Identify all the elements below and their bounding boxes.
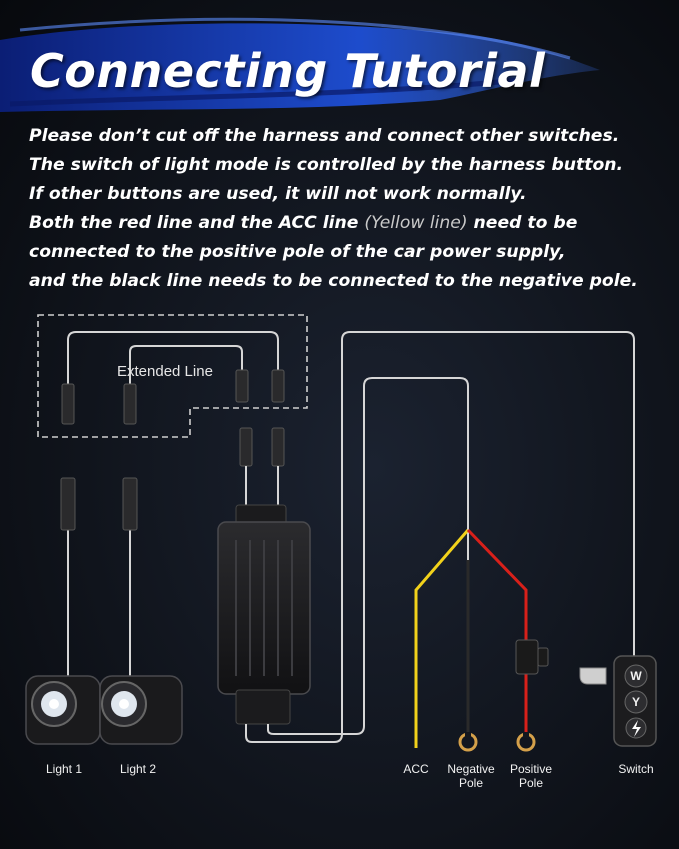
intro-line-1: Please don’t cut off the harness and con…	[29, 126, 620, 146]
positive-wire	[466, 528, 528, 735]
negative-pole-label: Negative Pole	[438, 762, 504, 790]
intro-line-4: Both the red line and the ACC line (Yell…	[29, 209, 669, 238]
extended-line-cable	[67, 331, 279, 384]
intro-line-5: connected to the positive pole of the ca…	[29, 242, 566, 262]
page-title: Connecting Tutorial	[30, 44, 546, 98]
intro-yellow-line-note: (Yellow line)	[364, 213, 468, 233]
intro-line-2: The switch of light mode is controlled b…	[29, 155, 624, 175]
box-output-cables	[245, 331, 635, 743]
intro-line-3: If other buttons are used, it will not w…	[29, 184, 527, 204]
light-1-label: Light 1	[45, 762, 83, 776]
negative-terminal	[458, 732, 478, 752]
intro-line-6: and the black line needs to be connected…	[29, 271, 638, 291]
title-brush-stroke	[0, 17, 600, 112]
extended-line-label: Extended Line	[117, 363, 213, 380]
switch-label: Switch	[618, 762, 654, 776]
positive-label-line-2: Pole	[518, 776, 544, 790]
extended-line-dashed-box	[37, 314, 308, 438]
switch-device	[579, 655, 657, 747]
light-2-label: Light 2	[119, 762, 157, 776]
acc-label: ACC	[403, 762, 429, 776]
light-1	[25, 675, 101, 745]
intro-line-4-a: Both the red line and the ACC line	[29, 213, 365, 233]
extended-line-connectors	[61, 369, 285, 425]
switch-button-w: W	[630, 669, 642, 683]
positive-terminal	[516, 732, 536, 752]
intro-line-4-c: need to be	[467, 213, 578, 233]
intro-paragraph: Please don’t cut off the harness and con…	[29, 122, 669, 296]
fuse-holder	[515, 639, 549, 675]
switch-button-y: Y	[631, 695, 640, 709]
light-2	[99, 675, 183, 745]
control-box	[217, 504, 311, 725]
harness-connectors	[239, 427, 285, 467]
negative-label-line-2: Pole	[458, 776, 484, 790]
negative-label-line-1: Negative	[447, 762, 495, 776]
acc-wire	[414, 529, 470, 748]
positive-label-line-1: Positive	[509, 762, 553, 776]
positive-pole-label: Positive Pole	[498, 762, 564, 790]
light-cables	[67, 530, 131, 680]
